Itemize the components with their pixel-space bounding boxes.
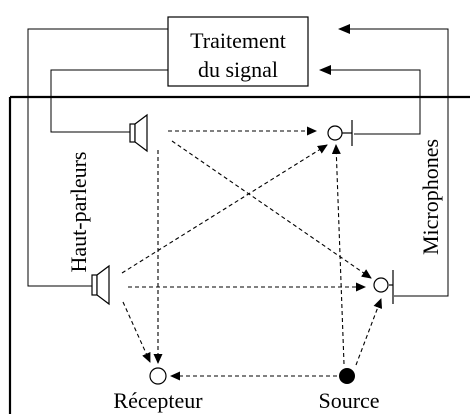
path-upper-speaker-to-lower-mic bbox=[171, 140, 372, 279]
microphone-upper bbox=[327, 120, 353, 146]
wire-loudspeaker-lower bbox=[27, 28, 168, 287]
receiver-point bbox=[149, 367, 167, 385]
path-lower-speaker-to-receiver bbox=[122, 301, 151, 363]
wire-microphone-lower bbox=[338, 24, 449, 297]
path-source-to-upper-mic bbox=[331, 144, 345, 365]
wire-microphone-upper bbox=[319, 65, 421, 135]
wire-loudspeaker-upper bbox=[50, 69, 168, 133]
microphone-lower bbox=[373, 270, 394, 304]
acoustic-paths bbox=[121, 126, 383, 381]
loudspeaker-lower bbox=[91, 264, 110, 306]
wiring bbox=[27, 24, 449, 297]
label-loudspeakers: Haut-parleurs bbox=[66, 152, 91, 273]
label-source: Source bbox=[318, 388, 379, 413]
source-point bbox=[339, 368, 355, 384]
label-microphones: Microphones bbox=[418, 139, 443, 255]
room-walls bbox=[8, 95, 470, 414]
loudspeaker-upper bbox=[129, 113, 148, 153]
path-lower-speaker-to-upper-mic bbox=[121, 144, 328, 274]
signal-processing-box: Traitement du signal bbox=[167, 16, 309, 87]
label-receiver: Récepteur bbox=[113, 388, 203, 413]
path-source-to-lower-mic bbox=[355, 298, 383, 366]
processing-title-line2: du signal bbox=[198, 57, 278, 82]
processing-title-line1: Traitement bbox=[190, 28, 286, 53]
